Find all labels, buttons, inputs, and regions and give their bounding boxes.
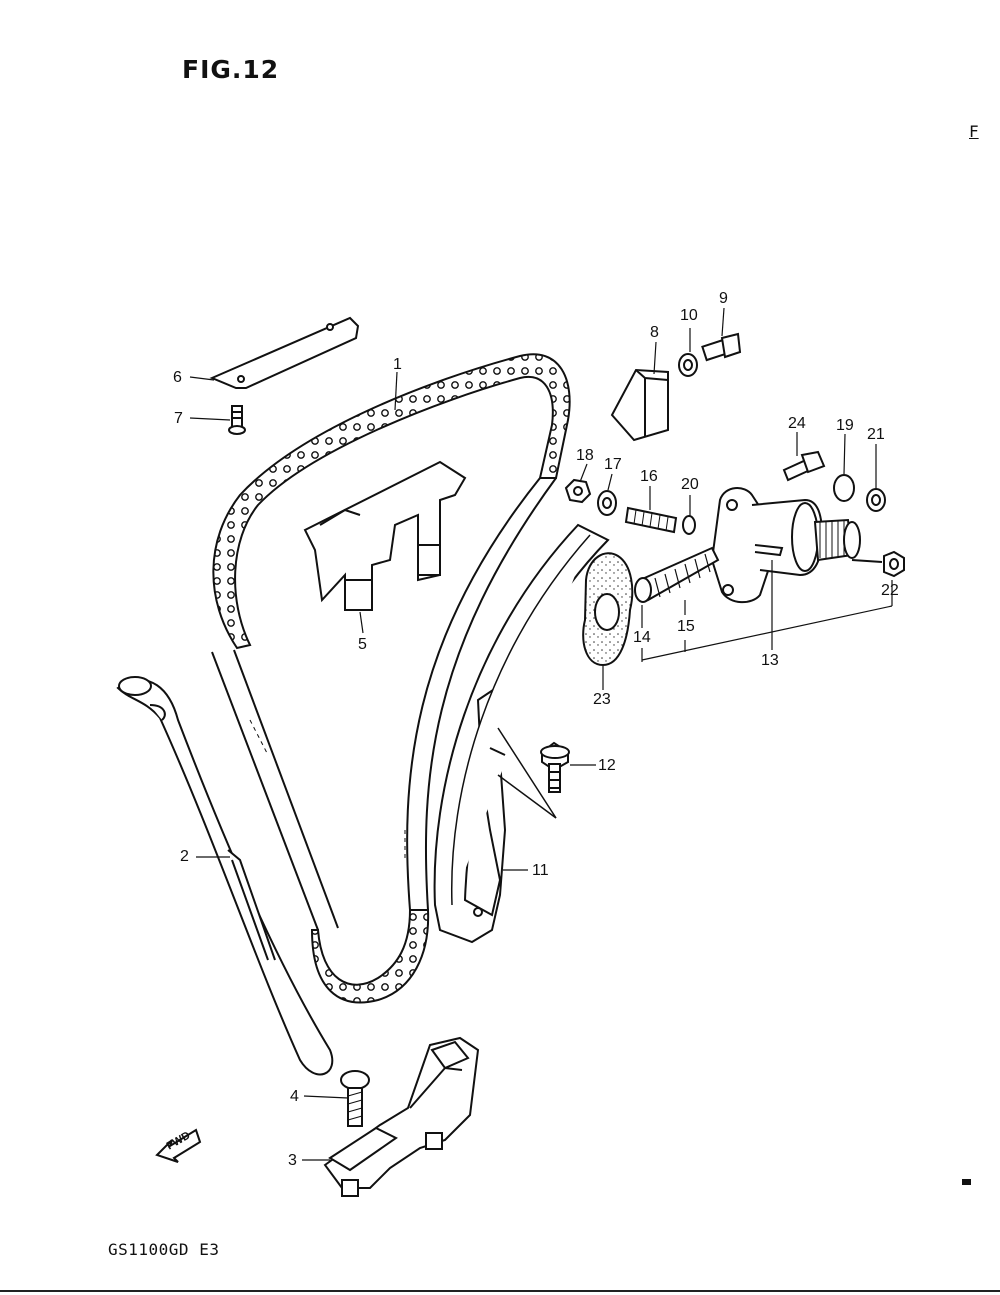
callout-11: 11 xyxy=(532,862,549,879)
callout-13: 13 xyxy=(761,652,779,669)
nut xyxy=(866,488,886,512)
callout-2: 2 xyxy=(180,848,189,865)
spring xyxy=(654,553,711,598)
washer xyxy=(597,490,617,516)
o-ring-small xyxy=(682,515,696,535)
callout-4: 4 xyxy=(290,1088,299,1105)
callout-9: 9 xyxy=(719,290,728,307)
callout-23: 23 xyxy=(593,691,611,708)
adjuster-screw xyxy=(624,506,678,534)
callout-6: 6 xyxy=(173,369,182,386)
gasket xyxy=(582,552,634,667)
cam-chain xyxy=(211,353,571,1004)
page-mark xyxy=(962,1179,971,1185)
leader-lines xyxy=(189,307,893,1161)
callout-21: 21 xyxy=(867,426,885,443)
callout-12: 12 xyxy=(598,757,616,774)
o-ring xyxy=(833,474,855,502)
tensioner-assembly xyxy=(710,487,861,604)
callout-14: 14 xyxy=(633,629,651,646)
push-rod xyxy=(634,546,720,603)
adjuster-bolt xyxy=(540,741,570,793)
callout-7: 7 xyxy=(174,410,183,427)
callout-18: 18 xyxy=(576,447,594,464)
chain-guide-holder xyxy=(323,1036,480,1197)
callout-16: 16 xyxy=(640,468,658,485)
callout-15: 15 xyxy=(677,618,695,635)
rear-chain-guide xyxy=(116,676,334,1076)
cap-nut xyxy=(851,550,905,578)
model-code: GS1100GD E3 xyxy=(108,1240,220,1259)
callout-22: 22 xyxy=(881,582,899,599)
fwd-arrow-icon xyxy=(155,1128,202,1163)
tensioner-bolt xyxy=(782,450,826,482)
cap-washer xyxy=(678,353,698,377)
callout-10: 10 xyxy=(680,307,698,324)
holder-screw xyxy=(340,1070,370,1127)
callout-19: 19 xyxy=(836,417,854,434)
callout-24: 24 xyxy=(788,415,806,432)
lock-nut xyxy=(564,478,592,504)
plate-screw xyxy=(228,405,246,435)
corner-mark: F xyxy=(969,122,979,141)
chain-guide-plate xyxy=(209,316,360,389)
callout-17: 17 xyxy=(604,456,622,473)
callout-3: 3 xyxy=(288,1152,297,1169)
figure-title: FIG.12 xyxy=(182,55,280,84)
callout-8: 8 xyxy=(650,324,659,341)
bottom-rule xyxy=(0,1290,1000,1292)
callout-5: 5 xyxy=(358,636,367,653)
tensioner-adjuster xyxy=(433,523,610,944)
tensioner-cap xyxy=(610,368,669,442)
upper-chain-guide xyxy=(303,460,467,611)
callout-1: 1 xyxy=(393,356,402,373)
callout-20: 20 xyxy=(681,476,699,493)
cap-bolt xyxy=(701,332,742,362)
